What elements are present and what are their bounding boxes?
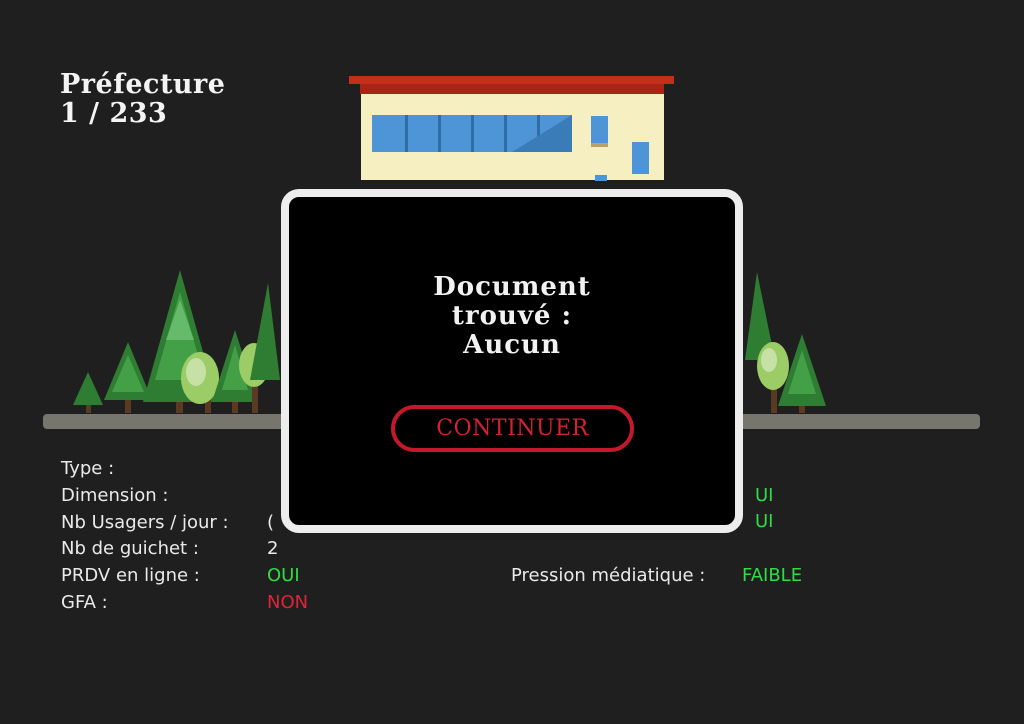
dialog-line-3: Aucun	[463, 330, 561, 360]
dialog-line-1: Document	[433, 272, 591, 302]
right-value-1: UI	[755, 485, 774, 506]
right-value-2: UI	[755, 511, 774, 532]
prefecture-building	[349, 76, 674, 181]
pression-label: Pression médiatique :	[511, 565, 706, 586]
ground-right	[740, 414, 980, 429]
gfa-label: GFA :	[61, 592, 108, 613]
gfa-value: NON	[267, 592, 309, 613]
pression-value: FAIBLE	[742, 565, 803, 586]
usagers-label: Nb Usagers / jour :	[61, 512, 229, 533]
trees-right	[745, 272, 826, 413]
header: Préfecture 1 / 233	[60, 70, 225, 128]
continue-button[interactable]: CONTINUER	[391, 405, 634, 452]
usagers-value: (	[267, 512, 275, 533]
dialog-message: Document trouvé : Aucun	[289, 273, 735, 360]
prdv-label: PRDV en ligne :	[61, 565, 200, 586]
dimension-label: Dimension :	[61, 485, 169, 506]
page-title: Préfecture	[60, 69, 226, 100]
ground-left	[43, 414, 288, 429]
trees-left	[73, 270, 280, 413]
guichet-value: 2	[267, 538, 279, 559]
prdv-value: OUI	[267, 565, 300, 586]
building-counter: 1 / 233	[60, 98, 168, 129]
guichet-label: Nb de guichet :	[61, 538, 199, 559]
dialog-line-2: trouvé :	[451, 301, 573, 331]
document-dialog: Document trouvé : Aucun CONTINUER	[281, 189, 743, 533]
type-label: Type :	[61, 458, 115, 479]
